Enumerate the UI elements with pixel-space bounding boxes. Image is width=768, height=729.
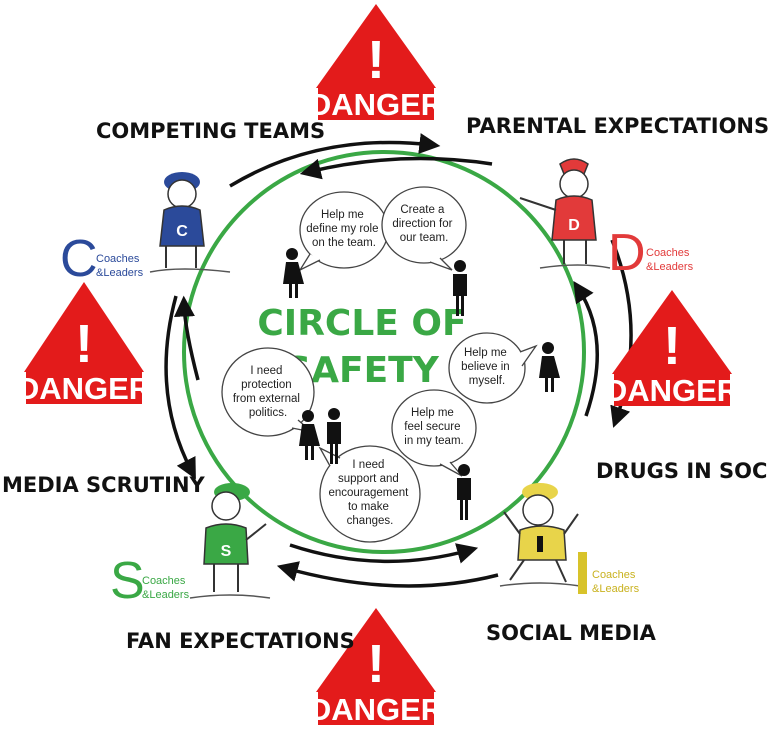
disc-label-i: Coaches &Leaders	[578, 552, 640, 595]
character-i-coach	[499, 483, 581, 587]
disc-label-c: C Coaches &Leaders	[60, 230, 144, 288]
bubble-text: I need support and encouragement to make…	[328, 459, 411, 527]
bubble-secure: Help me feel secure in my team.	[391, 389, 477, 477]
disc-sub-line1: Coaches	[142, 575, 186, 587]
disc-sub-line2: &Leaders	[142, 589, 190, 601]
person-man-icon	[453, 260, 467, 316]
heading-media-scrutiny: MEDIA SCRUTINY	[2, 473, 206, 497]
danger-label: DANGER	[309, 692, 443, 727]
speech-bubble-tail	[429, 257, 453, 271]
bubble-text: I need protection from external politics…	[233, 365, 303, 419]
disc-sub-line2: &Leaders	[646, 261, 694, 273]
danger-label: DANGER	[605, 373, 739, 408]
heading-social-media: SOCIAL MEDIA	[486, 621, 657, 645]
arrow-left-up	[173, 295, 200, 381]
exclamation-icon: !	[367, 30, 385, 90]
danger-banner	[318, 88, 434, 120]
disc-letter-bar	[578, 552, 587, 594]
disc-sub-line2: &Leaders	[96, 267, 144, 279]
svg-text:S: S	[221, 543, 232, 560]
speech-bubble-shape	[221, 347, 315, 437]
disc-letter: C	[60, 230, 98, 288]
svg-text:D: D	[568, 217, 580, 234]
warning-triangle-icon	[24, 282, 144, 372]
svg-text:C: C	[176, 223, 188, 240]
danger-banner	[318, 692, 434, 725]
speech-bubble-shape	[448, 332, 526, 404]
speech-bubble-shape	[319, 445, 421, 543]
heading-fan-expectations: FAN EXPECTATIONS	[126, 629, 355, 653]
disc-label-s: S Coaches &Leaders	[110, 552, 190, 610]
circle-title-line1: CIRCLE OF	[257, 303, 466, 344]
speech-bubble-shape	[391, 389, 477, 467]
bubble-protection: I need protection from external politics…	[221, 347, 315, 437]
heading-competing-teams: COMPETING TEAMS	[96, 119, 325, 143]
bubble-text: Help me define my role on the team.	[306, 209, 381, 249]
person-woman-icon	[539, 342, 560, 392]
arrow-bottom-left	[276, 561, 499, 588]
danger-sign-top: ! DANGER	[309, 4, 443, 122]
speech-bubble-shape	[381, 186, 467, 264]
disc-letter: D	[608, 224, 646, 282]
exclamation-icon: !	[663, 316, 681, 376]
person-man-icon	[327, 408, 341, 464]
heading-parental-expectations: PARENTAL EXPECTATIONS	[466, 114, 768, 138]
character-s-coach: S	[189, 483, 271, 599]
bubble-believe: Help me believe in myself.	[448, 332, 538, 404]
warning-triangle-icon	[316, 4, 436, 88]
bubble-text: Create a direction for our team.	[392, 204, 455, 244]
arrow-right-up-inner	[573, 280, 599, 417]
speech-bubble-tail	[439, 461, 463, 477]
arrow-top-left	[299, 156, 493, 180]
bubble-text: Help me believe in myself.	[461, 347, 513, 387]
character-d-coach: D	[519, 158, 611, 269]
person-woman-icon	[299, 410, 320, 460]
exclamation-icon: !	[367, 634, 385, 694]
heading-drugs-in-society: DRUGS IN SOCIETY	[596, 459, 768, 483]
safety-circle	[182, 150, 586, 554]
person-man-icon	[457, 464, 471, 520]
danger-label: DANGER	[17, 371, 151, 406]
exclamation-icon: !	[75, 314, 93, 374]
disc-sub-line2: &Leaders	[592, 583, 640, 595]
speech-bubble-tail	[519, 344, 538, 367]
arrow-left-down	[164, 295, 196, 480]
danger-label: DANGER	[309, 87, 443, 122]
danger-banner	[26, 372, 142, 404]
disc-sub-line1: Coaches	[646, 247, 690, 259]
disc-letter: S	[110, 552, 145, 610]
person-woman-icon	[283, 248, 304, 298]
bubble-define-role: Help me define my role on the team.	[298, 191, 389, 272]
character-c-coach: C	[149, 172, 231, 273]
disc-label-d: D Coaches &Leaders	[608, 224, 694, 282]
danger-sign-left: ! DANGER	[17, 282, 151, 406]
arrow-bottom-right	[289, 543, 479, 564]
disc-sub-line1: Coaches	[592, 569, 636, 581]
bubble-direction: Create a direction for our team.	[381, 186, 467, 271]
disc-sub-line1: Coaches	[96, 253, 140, 265]
warning-triangle-icon	[612, 290, 732, 374]
danger-sign-bottom: ! DANGER	[309, 608, 443, 727]
bubble-text: Help me feel secure in my team.	[404, 407, 463, 447]
warning-triangle-icon	[316, 608, 436, 692]
danger-sign-right: ! DANGER	[605, 290, 739, 408]
arrow-top-right	[229, 133, 441, 188]
danger-banner	[614, 374, 730, 406]
